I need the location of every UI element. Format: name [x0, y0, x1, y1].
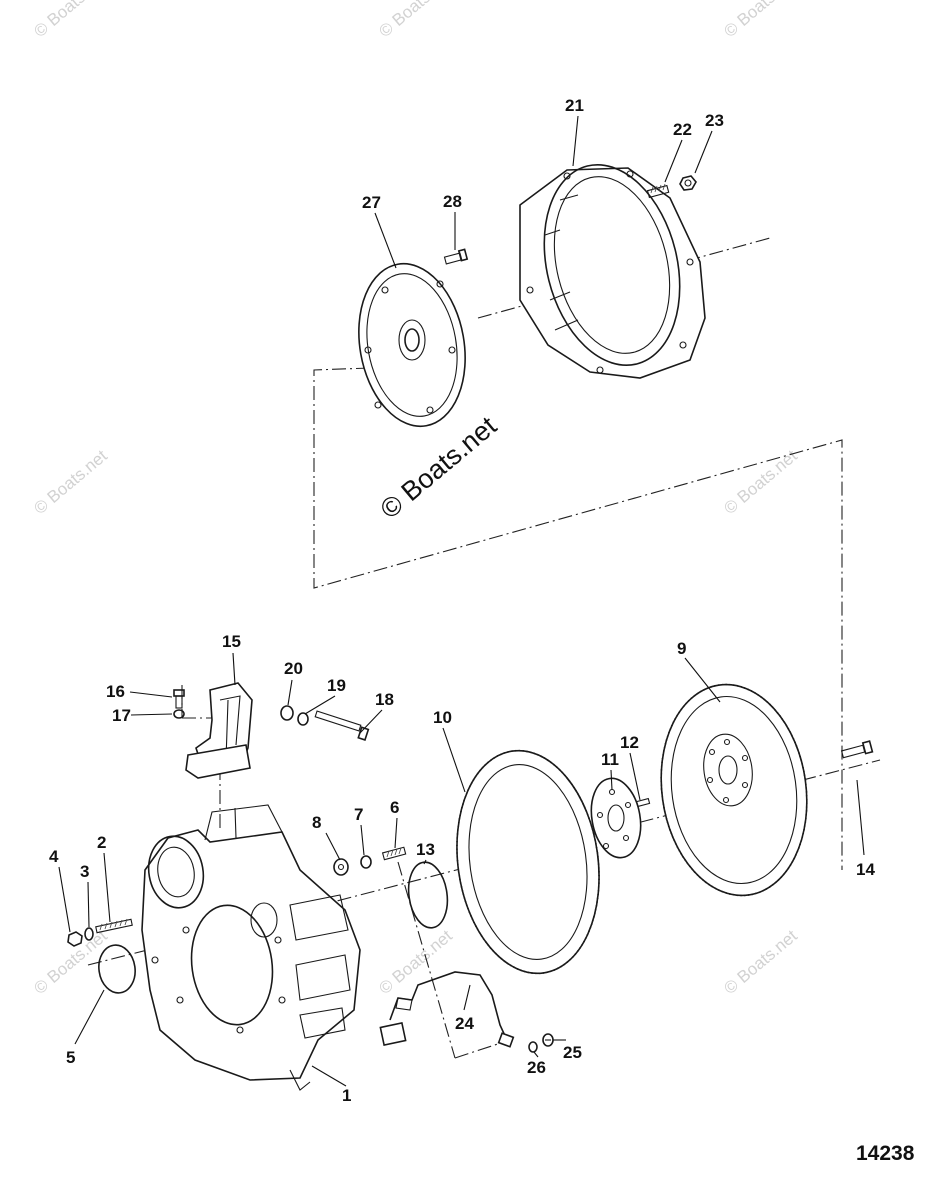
- drive-plate: [358, 262, 466, 428]
- callout-12: 12: [620, 733, 639, 752]
- callout-25: 25: [563, 1043, 582, 1062]
- callout-28: 28: [443, 192, 462, 211]
- o-ring: [407, 861, 449, 929]
- callout-9: 9: [677, 639, 686, 658]
- watermark-tile: © Boats.net: [30, 0, 111, 41]
- spacer-plate: [590, 777, 642, 859]
- bolt: [314, 710, 370, 741]
- watermark-tile: © Boats.net: [30, 446, 111, 518]
- callout-10: 10: [433, 708, 452, 727]
- watermark-tile: © Boats.net: [720, 446, 801, 518]
- bolt: [381, 846, 407, 861]
- ring-gear: [456, 749, 600, 975]
- callout-24: 24: [455, 1014, 474, 1033]
- washer: [333, 858, 349, 876]
- lock-washer: [84, 927, 94, 941]
- callout-16: 16: [106, 682, 125, 701]
- callout-6: 6: [390, 798, 399, 817]
- flywheel: [660, 683, 808, 897]
- bolt: [95, 918, 133, 934]
- callout-17: 17: [112, 706, 131, 725]
- sensor-wire: [379, 971, 515, 1048]
- callout-15: 15: [222, 632, 241, 651]
- bolt: [173, 689, 185, 709]
- stud: [646, 183, 670, 199]
- washer: [280, 705, 294, 721]
- callout-3: 3: [80, 862, 89, 881]
- nut: [679, 175, 697, 191]
- callout-22: 22: [673, 120, 692, 139]
- callout-11: 11: [601, 750, 619, 769]
- callout-labels: 21 22 23 27 28 15 20 19 18 16 17 10 9 11…: [49, 96, 875, 1105]
- nut: [67, 931, 83, 947]
- screw: [542, 1033, 554, 1047]
- dowel-pin: [636, 797, 651, 808]
- callout-14: 14: [856, 860, 875, 879]
- engine-mount-bracket: [185, 682, 253, 779]
- washer: [173, 709, 185, 719]
- watermark-tile: © Boats.net: [375, 926, 456, 998]
- flywheel-housing: [141, 804, 361, 1091]
- bolt: [840, 740, 874, 759]
- lock-washer: [297, 712, 309, 726]
- callout-1: 1: [342, 1086, 351, 1105]
- watermark-tile: © Boats.net: [720, 926, 801, 998]
- figure-number: 14238: [856, 1142, 915, 1165]
- callout-7: 7: [354, 805, 363, 824]
- copyright-watermark: © Boats.net: [375, 410, 503, 524]
- callout-5: 5: [66, 1048, 75, 1067]
- bell-housing: [519, 163, 706, 379]
- callout-27: 27: [362, 193, 381, 212]
- callout-26: 26: [527, 1058, 546, 1077]
- callout-8: 8: [312, 813, 321, 832]
- callout-23: 23: [705, 111, 724, 130]
- callout-21: 21: [565, 96, 584, 115]
- o-ring: [98, 944, 136, 994]
- lock-washer: [360, 855, 372, 869]
- bolt: [443, 248, 469, 265]
- callout-19: 19: [327, 676, 346, 695]
- callout-13: 13: [416, 840, 435, 859]
- watermark-tile: © Boats.net: [720, 0, 801, 41]
- leader-lines: [58, 115, 865, 1087]
- callout-20: 20: [284, 659, 303, 678]
- callout-2: 2: [97, 833, 106, 852]
- watermark-tile: © Boats.net: [375, 0, 456, 41]
- callout-4: 4: [49, 847, 59, 866]
- callout-18: 18: [375, 690, 394, 709]
- washer: [528, 1041, 538, 1053]
